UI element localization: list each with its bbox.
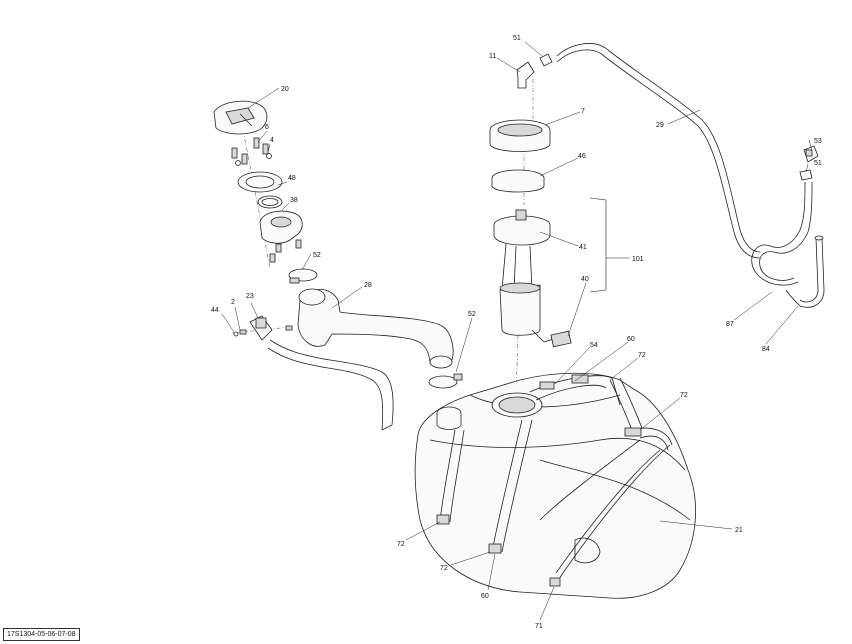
- fuel-pump-module: [493, 209, 572, 348]
- callout-72-right: 72: [680, 392, 688, 399]
- callout-38: 38: [290, 197, 298, 204]
- callout-28: 28: [364, 282, 372, 289]
- callout-11: 11: [489, 53, 496, 60]
- callout-60-bottom: 60: [481, 593, 489, 600]
- callout-41: 41: [579, 244, 587, 251]
- callout-101: 101: [632, 256, 644, 263]
- callout-53: 53: [814, 138, 822, 145]
- callout-72-top: 72: [638, 352, 646, 359]
- callout-leaders: [221, 41, 813, 621]
- assembly-axis-bottom: [515, 334, 519, 399]
- gasket: [237, 171, 283, 209]
- fuel-level-sender: [550, 330, 572, 348]
- callout-2: 2: [231, 299, 235, 306]
- fuel-tank: [414, 372, 696, 599]
- callout-52-upper: 52: [313, 252, 321, 259]
- strap-buckle-72-center: [488, 543, 502, 554]
- callout-46: 46: [578, 153, 586, 160]
- vent-fitting: [233, 315, 293, 341]
- callout-40: 40: [581, 276, 589, 283]
- callout-51-top: 51: [513, 35, 521, 42]
- callout-29: 29: [656, 122, 664, 129]
- tank-straps: [436, 374, 673, 587]
- callout-71: 71: [535, 623, 543, 630]
- breather-hose: [267, 339, 394, 431]
- callout-60-top: 60: [627, 336, 635, 343]
- vent-hose: [556, 43, 761, 259]
- callout-51-right: 51: [814, 160, 822, 167]
- elbow-fitting: [516, 53, 553, 89]
- lock-ring: [489, 119, 551, 152]
- callout-21: 21: [735, 527, 743, 534]
- callout-84: 84: [762, 346, 770, 353]
- tank-recess: [574, 537, 601, 564]
- callout-labels: 20 6 4 48 38 52 28 23 2 44 52 51 11 7 46…: [211, 35, 822, 630]
- assembly-bracket-101: [589, 197, 607, 293]
- callout-23: 23: [246, 293, 254, 300]
- strap-buckle-54: [539, 381, 555, 390]
- drawing-reference-code: 17S1304-05-06-07-08: [3, 628, 80, 641]
- callout-7: 7: [581, 108, 585, 115]
- callout-4: 4: [270, 137, 274, 144]
- callout-87: 87: [726, 321, 734, 328]
- vent-hoses-right: [751, 181, 825, 308]
- filler-cap: [213, 100, 268, 135]
- callout-72-left: 72: [397, 541, 405, 548]
- callout-48: 48: [288, 175, 296, 182]
- callout-52-lower: 52: [468, 311, 476, 318]
- hose-clamp-upper: [288, 268, 318, 284]
- filler-hose: [297, 288, 454, 369]
- hose-clamp-lower: [428, 373, 463, 389]
- callout-6: 6: [265, 124, 269, 131]
- strap-buckle-72-right: [624, 427, 642, 437]
- callout-44: 44: [211, 307, 219, 314]
- callout-72-bottom: 72: [440, 565, 448, 572]
- check-valve: [799, 145, 819, 181]
- strap-buckle-72-left: [436, 514, 450, 525]
- strap-buckle-71: [549, 577, 561, 587]
- callout-20: 20: [281, 86, 289, 93]
- cap-screws: [231, 137, 272, 166]
- pump-seal: [491, 169, 545, 193]
- callout-54: 54: [590, 342, 598, 349]
- strap-buckle-72-top: [571, 374, 589, 384]
- filler-axis: [242, 129, 271, 269]
- filler-neck: [259, 210, 303, 263]
